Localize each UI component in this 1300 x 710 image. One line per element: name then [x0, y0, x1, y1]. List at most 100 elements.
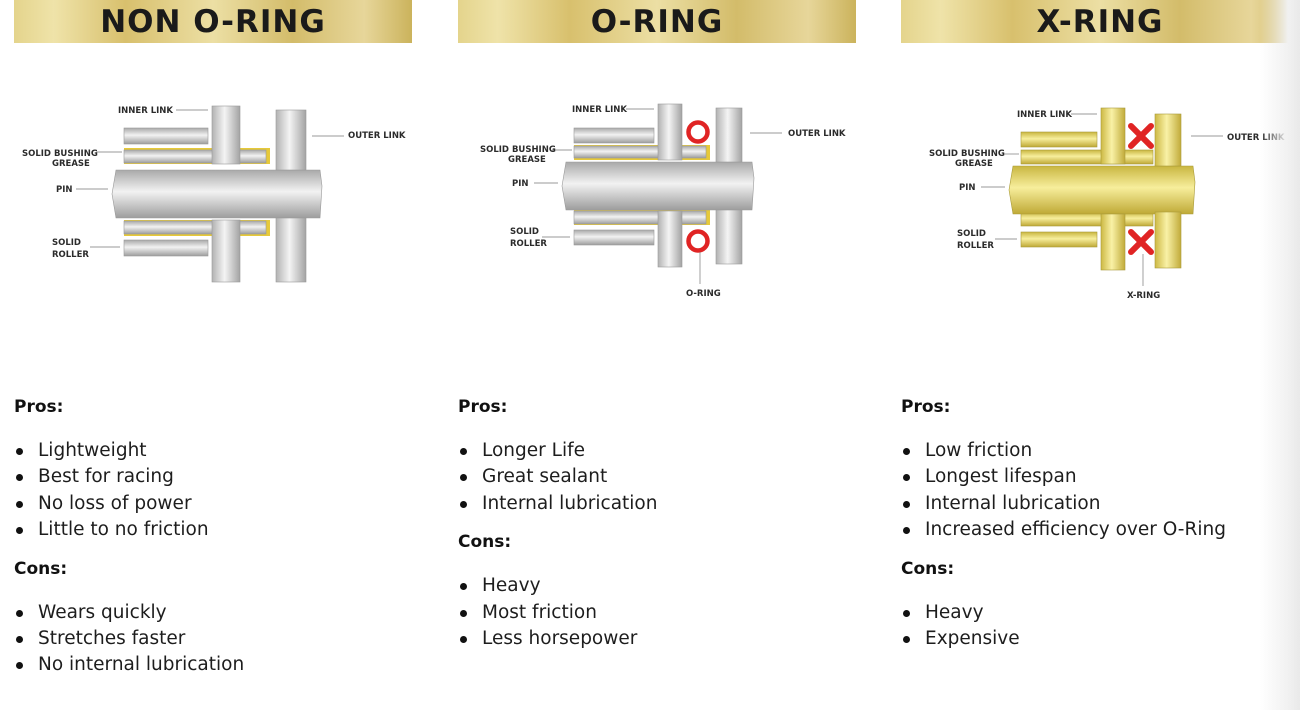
label-grease: GREASE: [955, 159, 993, 169]
label-pin: PIN: [56, 185, 73, 195]
cons-heading: Cons:: [14, 558, 68, 579]
outer-link-top: [275, 109, 307, 171]
pros-heading: Pros:: [14, 397, 64, 417]
roller-bottom: [573, 229, 655, 246]
chain-cross-section: [561, 103, 755, 268]
label-outer-link: OUTER LINK: [1227, 133, 1285, 143]
pin: [111, 169, 323, 219]
label-pin: PIN: [959, 183, 976, 193]
inner-link-top: [1100, 107, 1126, 165]
pros-item: Best for racing: [14, 464, 414, 490]
chain-cross-section: [1008, 107, 1196, 271]
diagram-svg: INNER LINK OUTER LINK SOLID BUSHING GREA…: [480, 103, 846, 299]
label-outer-link: OUTER LINK: [348, 131, 406, 141]
column-title: O-RING: [590, 3, 724, 40]
chain-diagram-non-o-ring: INNER LINK OUTER LINK SOLID BUSHING GREA…: [14, 90, 414, 305]
cons-item: Heavy: [458, 573, 858, 599]
title-banner: NON O-RING: [14, 0, 412, 43]
label-inner-link: INNER LINK: [1017, 110, 1072, 120]
chain-column-o-ring: O-RING: [458, 0, 858, 710]
label-solid-bushing: SOLID BUSHING: [480, 145, 556, 155]
label-o-ring: O-RING: [686, 289, 721, 299]
pros-heading: Pros:: [901, 397, 951, 417]
inner-link-bottom: [1100, 213, 1126, 271]
pin: [1008, 165, 1196, 215]
pros-heading: Pros:: [458, 397, 508, 417]
leader-lines: [76, 109, 344, 248]
inner-link-bottom: [211, 219, 241, 283]
cons-list: Heavy Most friction Less horsepower: [458, 573, 858, 652]
title-banner: O-RING: [458, 0, 856, 43]
cons-heading: Cons:: [901, 558, 955, 579]
pros-item: Great sealant: [458, 464, 858, 490]
outer-link-top: [715, 107, 743, 163]
diagram-svg: INNER LINK OUTER LINK SOLID BUSHING GREA…: [929, 107, 1285, 301]
cons-list: Wears quickly Stretches faster No intern…: [14, 600, 414, 679]
label-inner-link: INNER LINK: [572, 105, 627, 115]
inner-link-top: [211, 105, 241, 165]
chain-column-x-ring: X-RING: [901, 0, 1300, 710]
cons-item: Stretches faster: [14, 626, 414, 652]
label-roller: ROLLER: [957, 241, 994, 251]
label-solid: SOLID: [957, 229, 986, 239]
cons-item: Most friction: [458, 600, 858, 626]
cons-item: Less horsepower: [458, 626, 858, 652]
label-x-ring: X-RING: [1127, 291, 1160, 301]
roller-top: [573, 127, 655, 144]
roller-top: [1020, 131, 1098, 148]
label-roller: ROLLER: [52, 250, 89, 260]
title-banner: X-RING: [901, 0, 1299, 43]
cons-item: Wears quickly: [14, 600, 414, 626]
column-title: X-RING: [1036, 3, 1164, 40]
label-inner-link: INNER LINK: [118, 106, 173, 116]
outer-link-top: [1154, 113, 1182, 167]
diagram-svg: INNER LINK OUTER LINK SOLID BUSHING GREA…: [22, 105, 406, 283]
roller-top: [123, 127, 209, 145]
cons-item: Expensive: [901, 626, 1300, 652]
pros-cons-x-ring: Pros: Low friction Longest lifespan Inte…: [901, 394, 1300, 664]
label-solid: SOLID: [52, 238, 81, 248]
pros-item: Internal lubrication: [458, 491, 858, 517]
outer-link-bottom: [1154, 211, 1182, 269]
pros-item: Low friction: [901, 438, 1300, 464]
inner-link-top: [657, 103, 683, 161]
page-edge-shadow: [1260, 0, 1300, 710]
bushing-top: [573, 145, 707, 159]
label-solid-bushing: SOLID BUSHING: [929, 149, 1005, 159]
label-outer-link: OUTER LINK: [788, 129, 846, 139]
pros-list: Longer Life Great sealant Internal lubri…: [458, 438, 858, 517]
pros-cons-o-ring: Pros: Longer Life Great sealant Internal…: [458, 394, 858, 664]
bushing-top: [123, 149, 267, 164]
outer-link-bottom: [275, 217, 307, 283]
label-solid: SOLID: [510, 227, 539, 237]
label-roller: ROLLER: [510, 239, 547, 249]
cons-list: Heavy Expensive: [901, 600, 1300, 653]
pros-item: Internal lubrication: [901, 491, 1300, 517]
pros-item: Longer Life: [458, 438, 858, 464]
roller-bottom: [1020, 231, 1098, 248]
cons-heading: Cons:: [458, 532, 512, 553]
label-solid-bushing: SOLID BUSHING: [22, 149, 98, 159]
pros-item: Lightweight: [14, 438, 414, 464]
bushing-top: [1020, 149, 1154, 165]
x-ring-bottom-icon: [1128, 229, 1154, 255]
pros-item: No loss of power: [14, 491, 414, 517]
label-pin: PIN: [512, 179, 529, 189]
chain-cross-section: [111, 105, 323, 283]
chain-column-non-o-ring: NON O-RING: [14, 0, 414, 710]
pros-list: Low friction Longest lifespan Internal l…: [901, 438, 1300, 544]
pros-cons-non-o-ring: Pros: Lightweight Best for racing No los…: [14, 394, 414, 691]
pros-item: Longest lifespan: [901, 464, 1300, 490]
leader-lines: [981, 113, 1223, 286]
label-grease: GREASE: [508, 155, 546, 165]
o-ring-bottom-icon: [686, 229, 710, 253]
cons-item: Heavy: [901, 600, 1300, 626]
chain-diagram-o-ring: INNER LINK OUTER LINK SOLID BUSHING GREA…: [458, 90, 858, 305]
inner-link-bottom: [657, 210, 683, 268]
column-title: NON O-RING: [100, 3, 326, 40]
leader-lines: [534, 108, 782, 284]
chain-diagram-x-ring: INNER LINK OUTER LINK SOLID BUSHING GREA…: [901, 90, 1300, 305]
bushing-bottom: [573, 210, 707, 225]
roller-bottom: [123, 239, 209, 257]
bushing-bottom: [123, 220, 267, 235]
